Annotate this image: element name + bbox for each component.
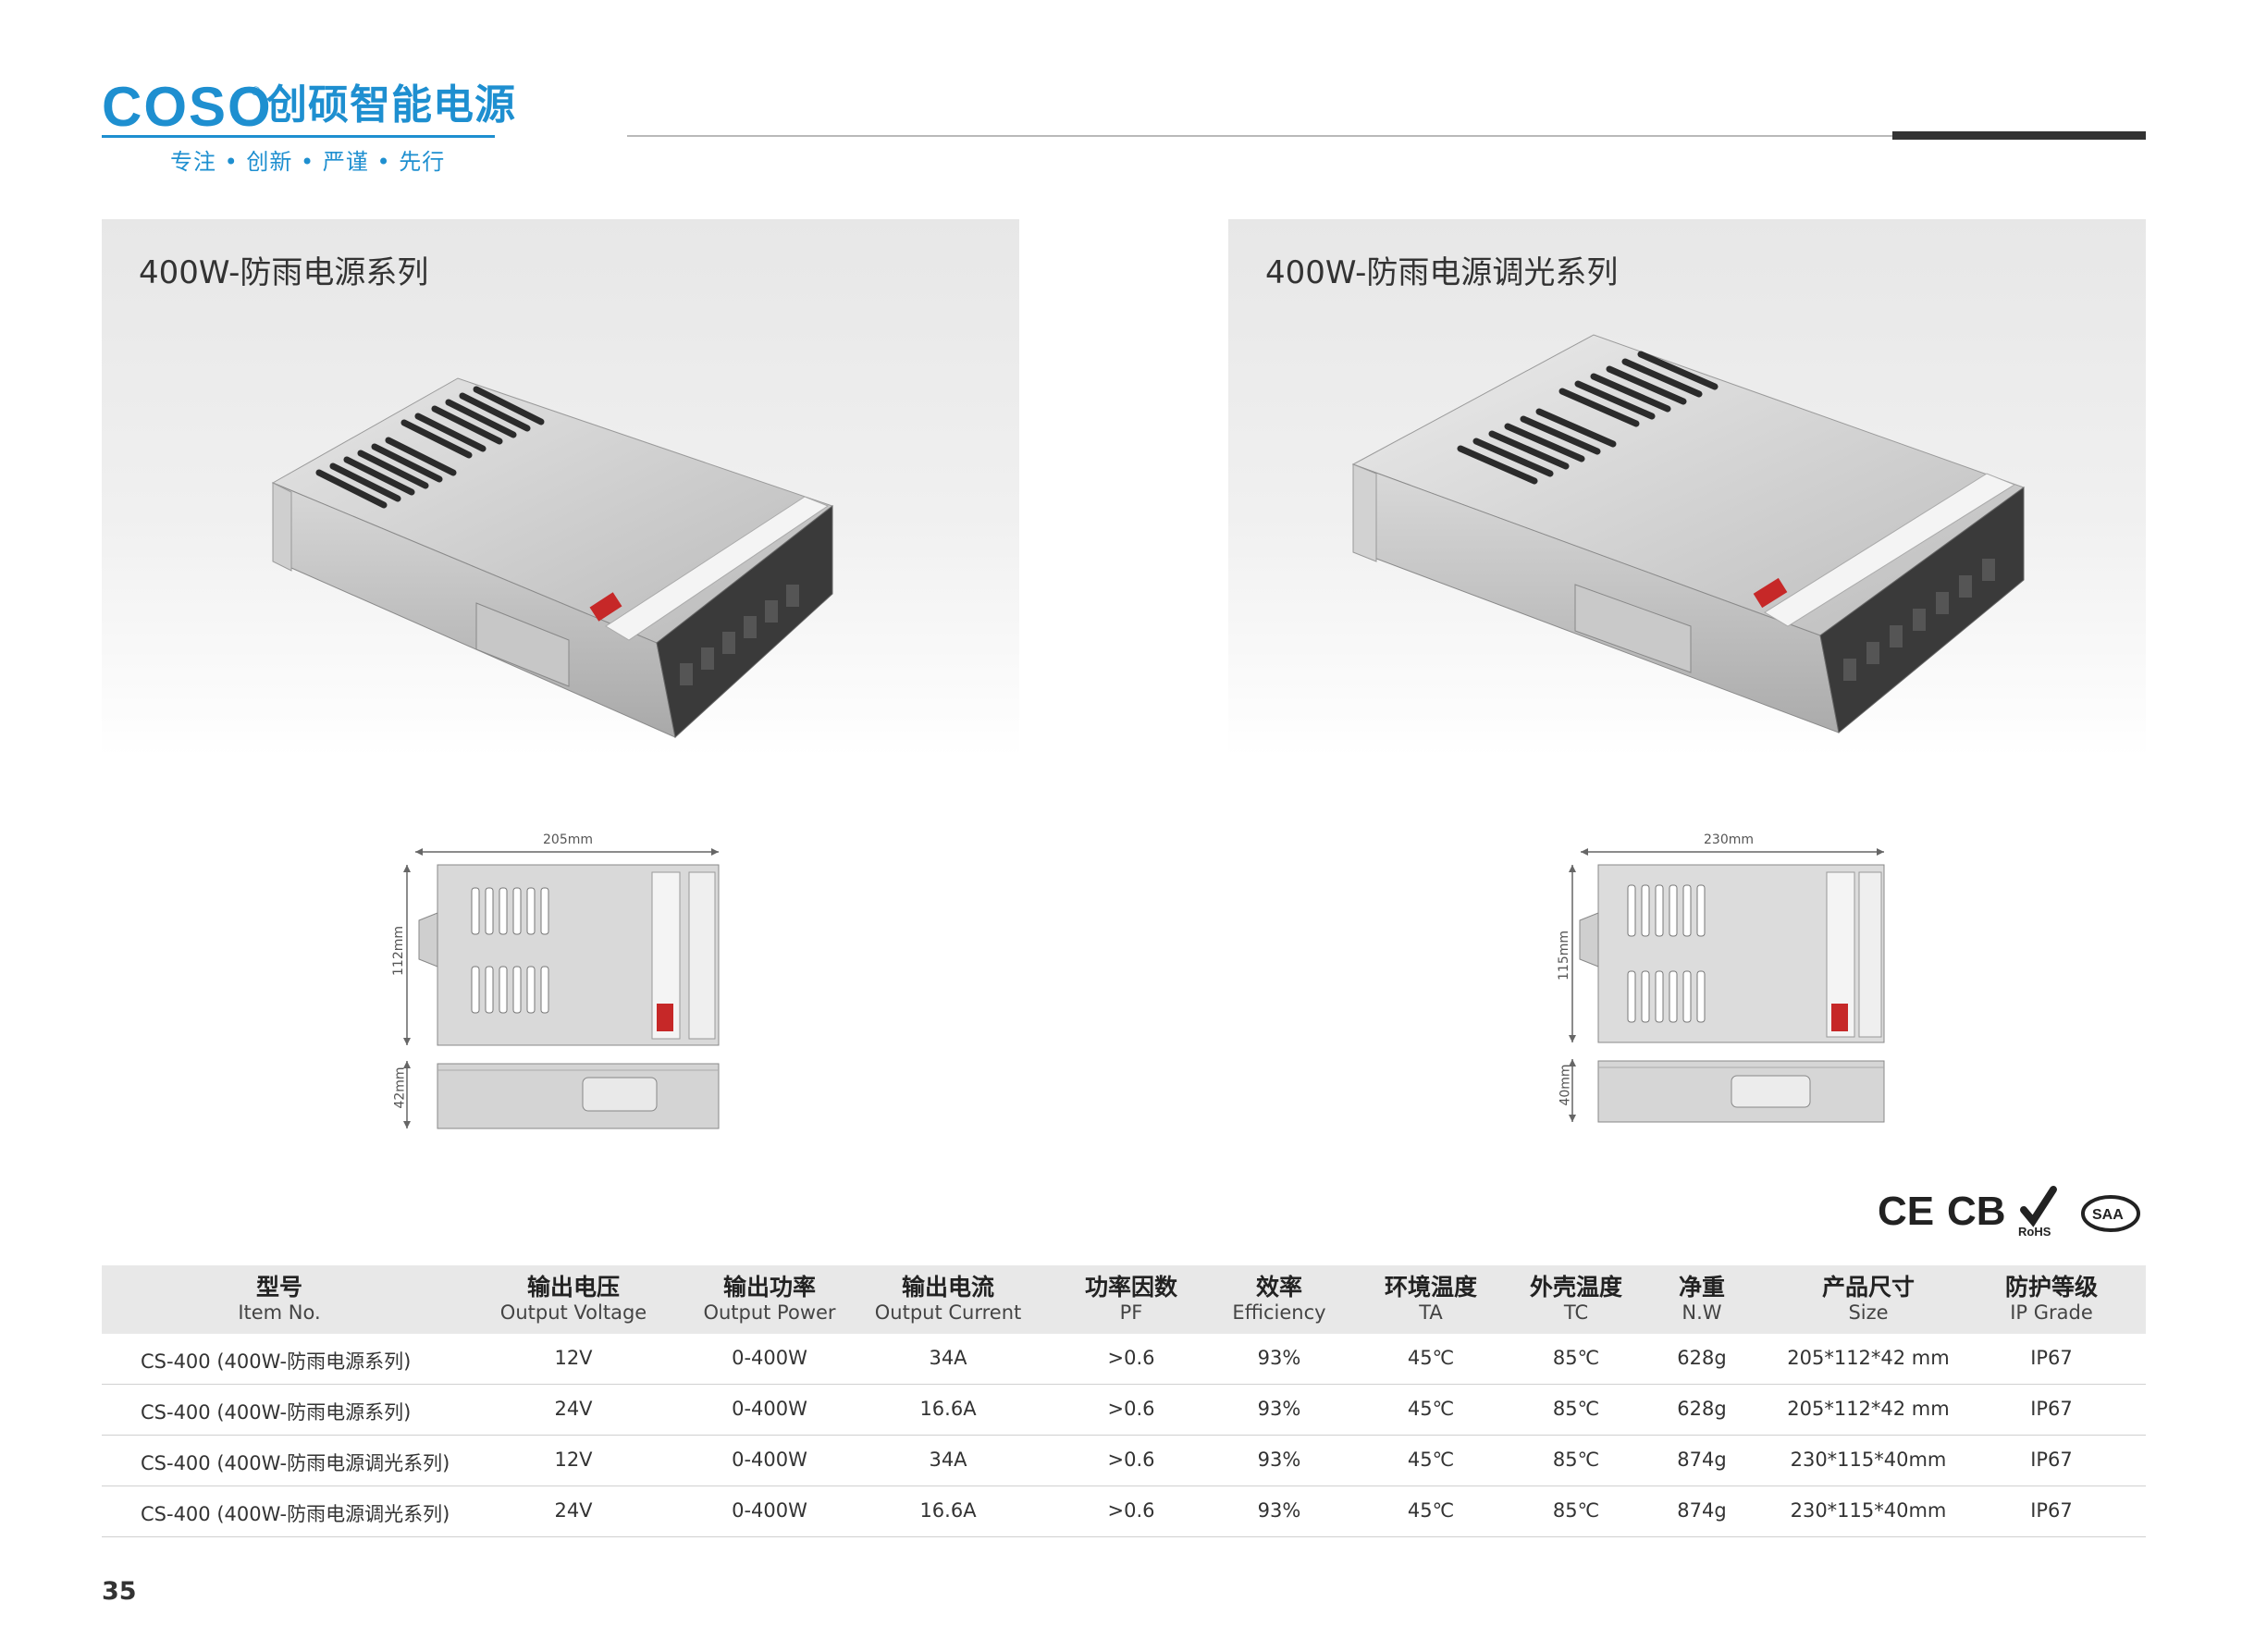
table-row: CS-400 (400W-防雨电源系列) 24V 0-400W 16.6A >0.6 93… <box>102 1385 2146 1436</box>
table-cell-voltage: 12V <box>554 1347 593 1369</box>
header-divider <box>627 135 2146 137</box>
product-title: 400W-防雨电源调光系列 <box>1265 254 1619 291</box>
dim-depth-label: 42mm <box>392 1066 408 1109</box>
dimension-drawing-right <box>1569 848 1885 1123</box>
table-row: CS-400 (400W-防雨电源调光系列) 12V 0-400W 34A >0.6 93… <box>102 1436 2146 1486</box>
table-cell-size: 230*115*40mm <box>1790 1449 1947 1471</box>
table-cell-pf: >0.6 <box>1107 1499 1155 1522</box>
slogan: 专注 • 创新 • 严谨 • 先行 <box>170 149 446 175</box>
product-panel-dimming: 400W-防雨电源调光系列 <box>1228 219 2146 758</box>
registered-mark: ® <box>250 85 262 99</box>
rohs-mark-icon: RoHS <box>2018 1186 2057 1239</box>
dim-height-label: 112mm <box>391 926 406 976</box>
table-cell-ip-grade: IP67 <box>2030 1499 2073 1522</box>
dim-width-label: 205mm <box>543 832 593 847</box>
table-cell-power: 0-400W <box>732 1499 807 1522</box>
table-cell-ambient-temp: 45℃ <box>1407 1398 1455 1420</box>
table-cell-current: 34A <box>929 1347 967 1369</box>
page-number: 35 <box>102 1577 137 1606</box>
table-cell-item: CS-400 (400W-防雨电源系列) <box>141 1401 412 1424</box>
table-cell-net-weight: 874g <box>1677 1449 1727 1471</box>
table-cell-power: 0-400W <box>732 1398 807 1420</box>
dim-height-label: 115mm <box>1557 931 1571 980</box>
svg-text:SAA: SAA <box>2092 1207 2124 1223</box>
table-cell-ip-grade: IP67 <box>2030 1347 2073 1369</box>
table-cell-net-weight: 874g <box>1677 1499 1727 1522</box>
table-cell-voltage: 24V <box>554 1398 593 1420</box>
table-cell-size: 230*115*40mm <box>1790 1499 1947 1522</box>
table-cell-ip-grade: IP67 <box>2030 1398 2073 1420</box>
table-cell-pf: >0.6 <box>1107 1449 1155 1471</box>
table-cell-case-temp: 85℃ <box>1552 1499 1600 1522</box>
table-cell-ambient-temp: 45℃ <box>1407 1347 1455 1369</box>
svg-text:RoHS: RoHS <box>2018 1225 2051 1239</box>
table-cell-item: CS-400 (400W-防雨电源调光系列) <box>141 1452 450 1474</box>
logo-underline <box>102 135 495 138</box>
table-cell-item: CS-400 (400W-防雨电源调光系列) <box>141 1503 450 1525</box>
product-panel-rain-proof: 400W-防雨电源系列 <box>102 219 1019 758</box>
certification-logos: CE CB RoHS SAA <box>1878 1186 2140 1239</box>
table-cell-power: 0-400W <box>732 1449 807 1471</box>
table-cell-voltage: 24V <box>554 1499 593 1522</box>
logo-wordmark: COSO <box>102 76 273 138</box>
table-cell-case-temp: 85℃ <box>1552 1398 1600 1420</box>
svg-text:CB: CB <box>1947 1189 2006 1234</box>
table-cell-ambient-temp: 45℃ <box>1407 1449 1455 1471</box>
table-row: CS-400 (400W-防雨电源调光系列) 24V 0-400W 16.6A >0.6… <box>102 1486 2146 1537</box>
saa-mark-icon: SAA <box>2081 1195 2140 1232</box>
table-cell-efficiency: 93% <box>1257 1499 1301 1522</box>
logo-chinese-name: 创硕智能电源 <box>266 81 516 129</box>
table-cell-current: 16.6A <box>919 1398 977 1420</box>
table-cell-size: 205*112*42 mm <box>1787 1398 1950 1420</box>
table-cell-case-temp: 85℃ <box>1552 1449 1600 1471</box>
table-cell-case-temp: 85℃ <box>1552 1347 1600 1369</box>
table-cell-efficiency: 93% <box>1257 1398 1301 1420</box>
dim-depth-label: 40mm <box>1558 1064 1573 1106</box>
table-cell-pf: >0.6 <box>1107 1347 1155 1369</box>
cb-mark-icon: CB <box>1947 1189 2006 1234</box>
table-cell-voltage: 12V <box>554 1449 593 1471</box>
table-cell-ambient-temp: 45℃ <box>1407 1499 1455 1522</box>
table-cell-current: 34A <box>929 1449 967 1471</box>
dimension-drawing-left <box>403 848 720 1129</box>
table-cell-size: 205*112*42 mm <box>1787 1347 1950 1369</box>
power-supply-photo <box>1351 334 2026 734</box>
table-cell-pf: >0.6 <box>1107 1398 1155 1420</box>
table-row: CS-400 (400W-防雨电源系列) 12V 0-400W 34A >0.6 93% 4… <box>102 1334 2146 1385</box>
table-cell-efficiency: 93% <box>1257 1347 1301 1369</box>
table-cell-item: CS-400 (400W-防雨电源系列) <box>141 1350 412 1373</box>
power-supply-photo <box>271 377 834 738</box>
table-cell-net-weight: 628g <box>1677 1398 1727 1420</box>
header-divider-accent <box>1892 131 2146 140</box>
table-cell-current: 16.6A <box>919 1499 977 1522</box>
table-cell-power: 0-400W <box>732 1347 807 1369</box>
ce-mark-icon: CE <box>1878 1189 1934 1234</box>
table-cell-net-weight: 628g <box>1677 1347 1727 1369</box>
table-cell-ip-grade: IP67 <box>2030 1449 2073 1471</box>
table-cell-efficiency: 93% <box>1257 1449 1301 1471</box>
dim-width-label: 230mm <box>1704 832 1754 847</box>
product-title: 400W-防雨电源系列 <box>139 254 429 291</box>
svg-text:CE: CE <box>1878 1189 1934 1234</box>
